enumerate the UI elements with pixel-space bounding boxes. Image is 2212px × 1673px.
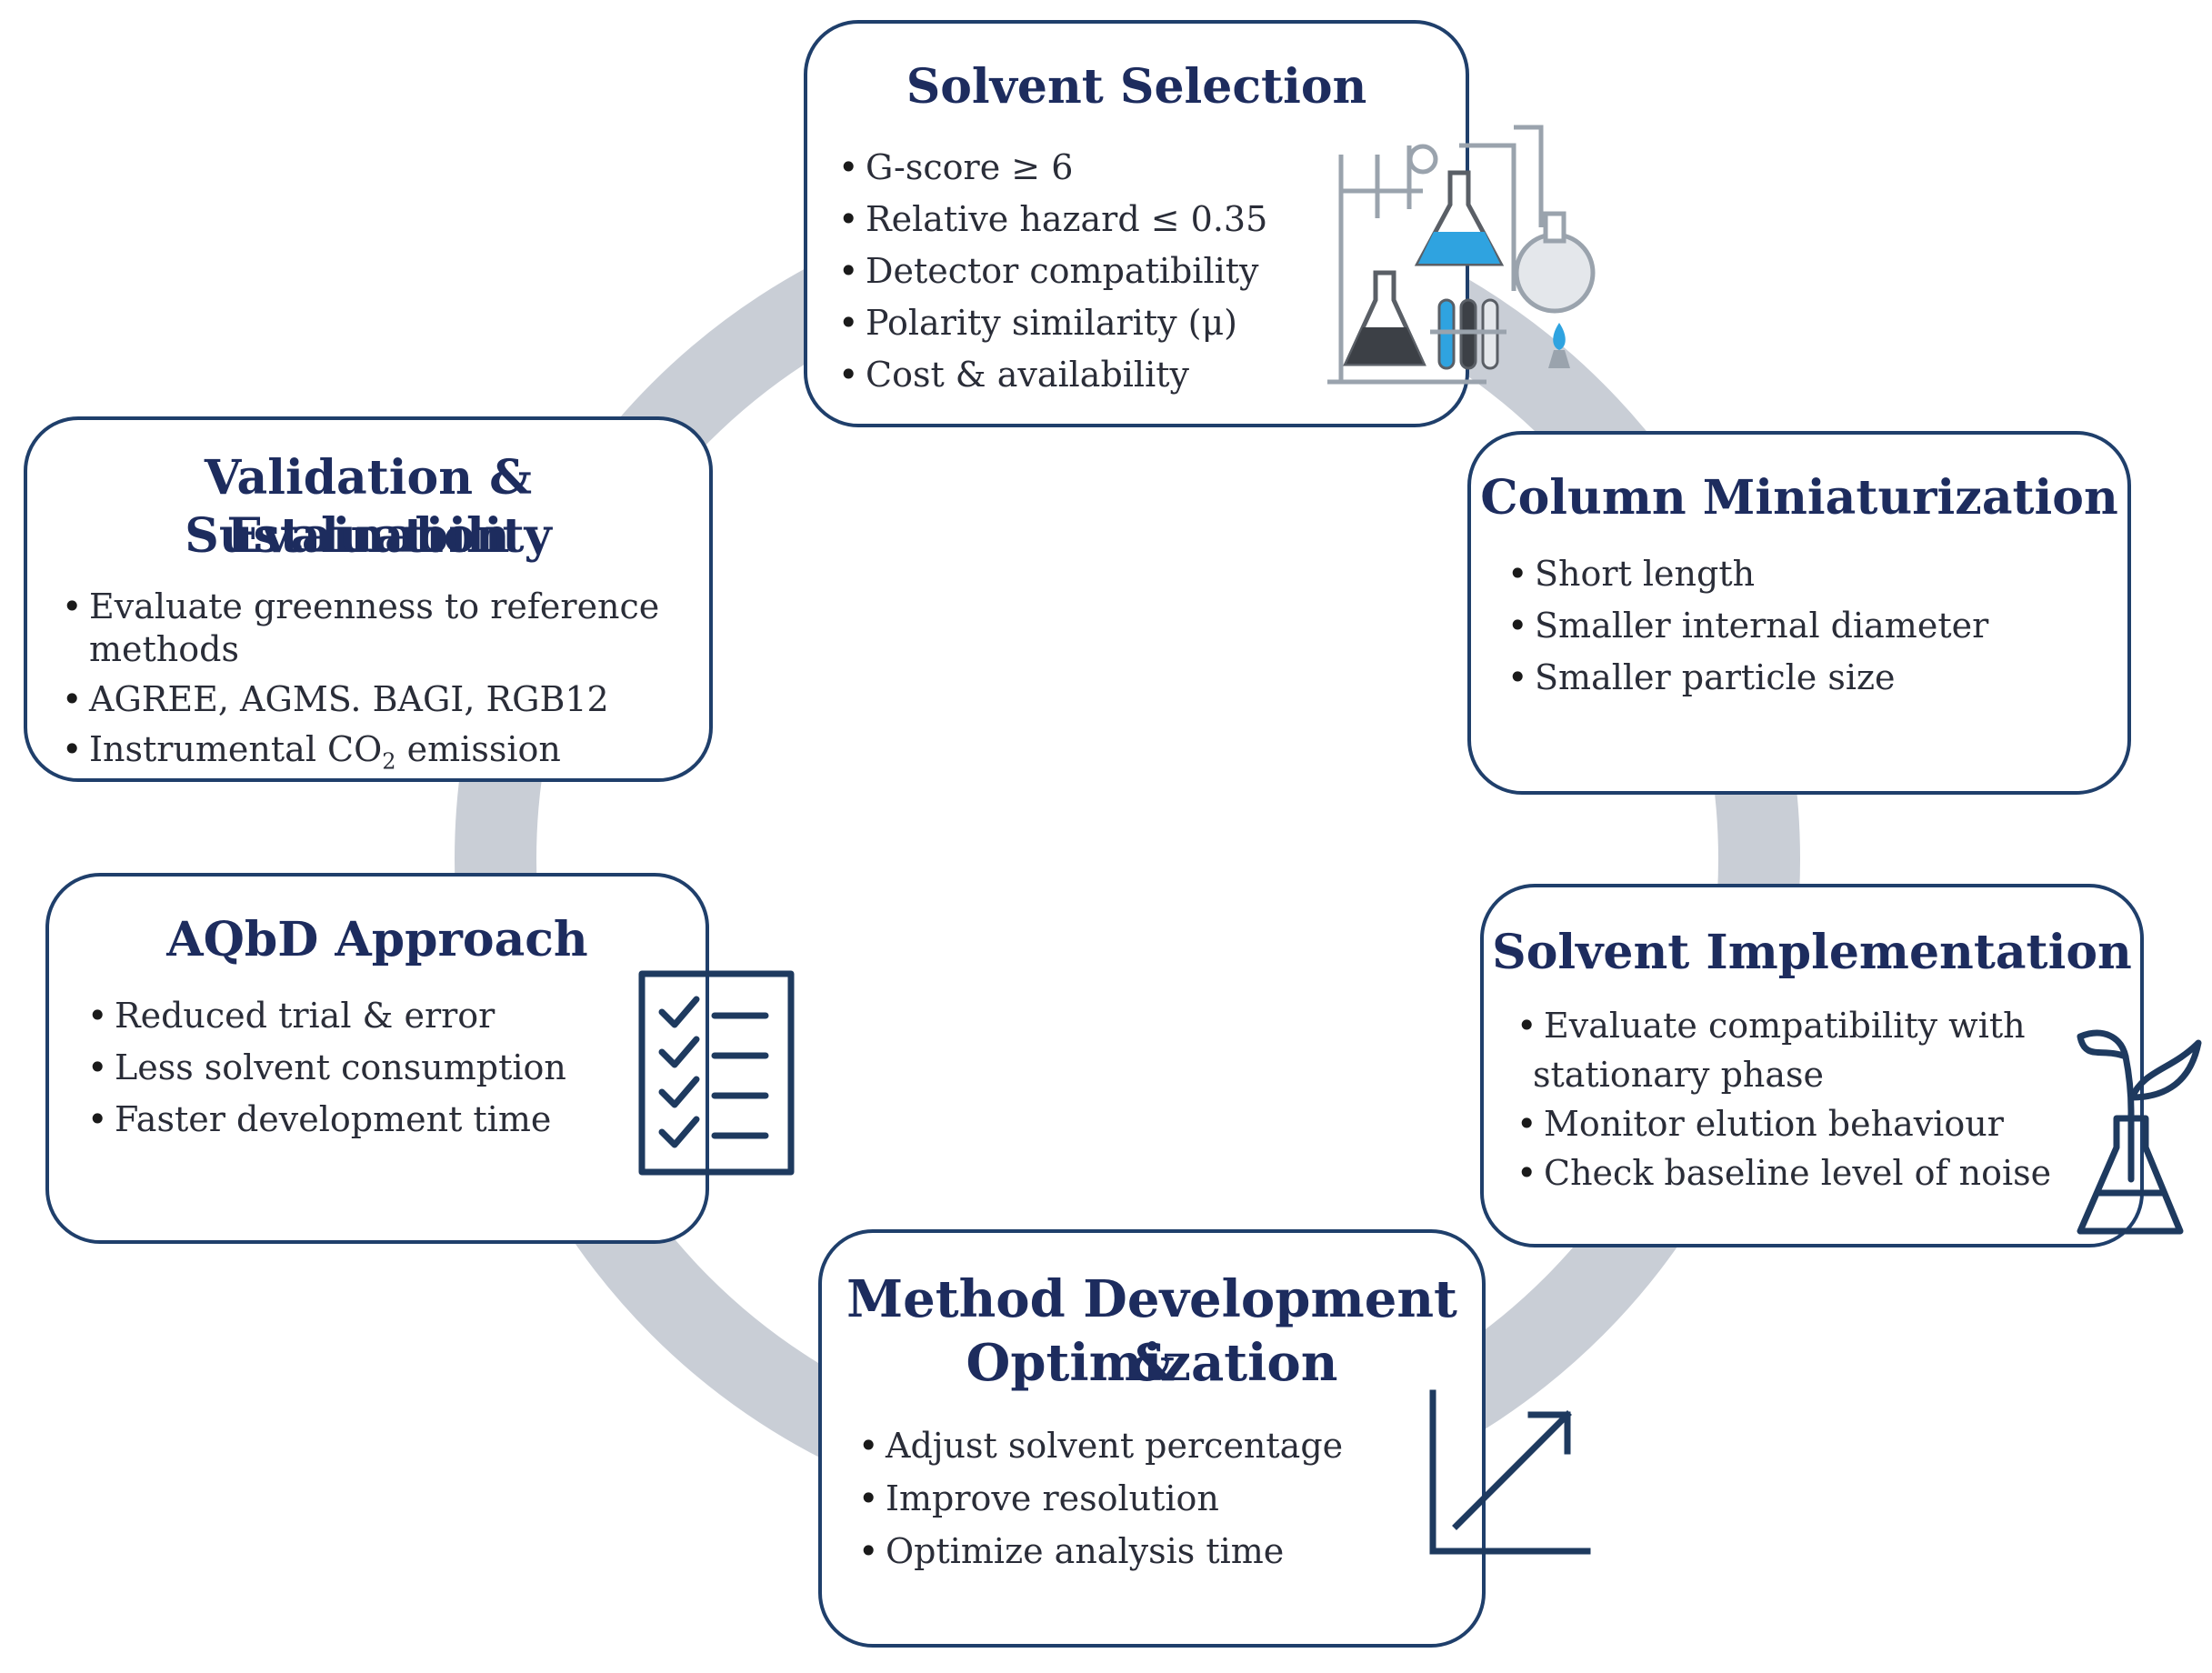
list-item: Cost & availability <box>835 349 1267 401</box>
list-item: Monitor elution behaviour <box>1513 1099 2051 1148</box>
list-item: Optimize analysis time <box>855 1525 1343 1578</box>
list-item: Evaluate greenness to reference <box>58 582 659 632</box>
trend-up-chart-icon <box>1429 1389 1591 1555</box>
list-item: Detector compatibility <box>835 245 1267 297</box>
aqbd-approach-box: AQbD Approach Reduced trial & error Less… <box>45 873 709 1244</box>
validation-title-line2: Evaluation <box>226 508 510 564</box>
list-item: Evaluate compatibility with <box>1513 1001 2051 1050</box>
list-item-co2: Instrumental CO2 emission <box>58 725 659 775</box>
aqbd-approach-title: AQbD Approach <box>166 912 588 967</box>
list-item: Short length <box>1504 548 1988 600</box>
list-item-continuation: methods <box>89 629 239 669</box>
list-item: AGREE, AGMS. BAGI, RGB12 <box>58 675 659 725</box>
solvent-implementation-box: Solvent Implementation Evaluate compatib… <box>1480 884 2144 1247</box>
column-miniaturization-box: Column Miniaturization Short length Smal… <box>1467 431 2131 795</box>
list-item: Reduced trial & error <box>84 990 566 1042</box>
validation-list: Evaluate greenness to reference methods … <box>58 582 659 775</box>
solvent-implementation-title: Solvent Implementation <box>1492 925 2132 980</box>
column-miniaturization-title: Column Miniaturization <box>1480 470 2118 526</box>
plant-flask-icon <box>2077 1029 2202 1235</box>
method-development-title-line2: Optimization <box>966 1333 1338 1393</box>
list-item: Less solvent consumption <box>84 1042 566 1094</box>
list-item: Check baseline level of noise <box>1513 1148 2051 1197</box>
column-miniaturization-list: Short length Smaller internal diameter S… <box>1504 548 1988 704</box>
list-item: Relative hazard ≤ 0.35 <box>835 194 1267 245</box>
list-item: Faster development time <box>84 1094 566 1146</box>
list-item: Smaller internal diameter <box>1504 600 1988 652</box>
lab-glassware-icon <box>1327 125 1596 385</box>
method-development-title-line1: Method Development & <box>846 1269 1457 1393</box>
validation-sustainability-box: Validation & Sustainability Evaluation E… <box>24 416 713 782</box>
method-development-box: Method Development & Optimization Adjust… <box>818 1229 1486 1648</box>
method-development-list: Adjust solvent percentage Improve resolu… <box>855 1419 1343 1578</box>
list-item: Adjust solvent percentage <box>855 1419 1343 1472</box>
checklist-icon <box>638 970 795 1176</box>
aqbd-approach-list: Reduced trial & error Less solvent consu… <box>84 990 566 1146</box>
solvent-selection-list: G-score ≥ 6 Relative hazard ≤ 0.35 Detec… <box>835 142 1267 401</box>
list-item-continuation: stationary phase <box>1533 1055 1825 1095</box>
list-item: G-score ≥ 6 <box>835 142 1267 194</box>
list-item: Improve resolution <box>855 1472 1343 1525</box>
list-item: Smaller particle size <box>1504 652 1988 704</box>
solvent-selection-title: Solvent Selection <box>906 59 1367 115</box>
list-item: Polarity similarity (μ) <box>835 297 1267 349</box>
solvent-implementation-list: Evaluate compatibility with stationary p… <box>1513 1001 2051 1197</box>
validation-title-line1: Validation & Sustainability <box>185 450 552 564</box>
